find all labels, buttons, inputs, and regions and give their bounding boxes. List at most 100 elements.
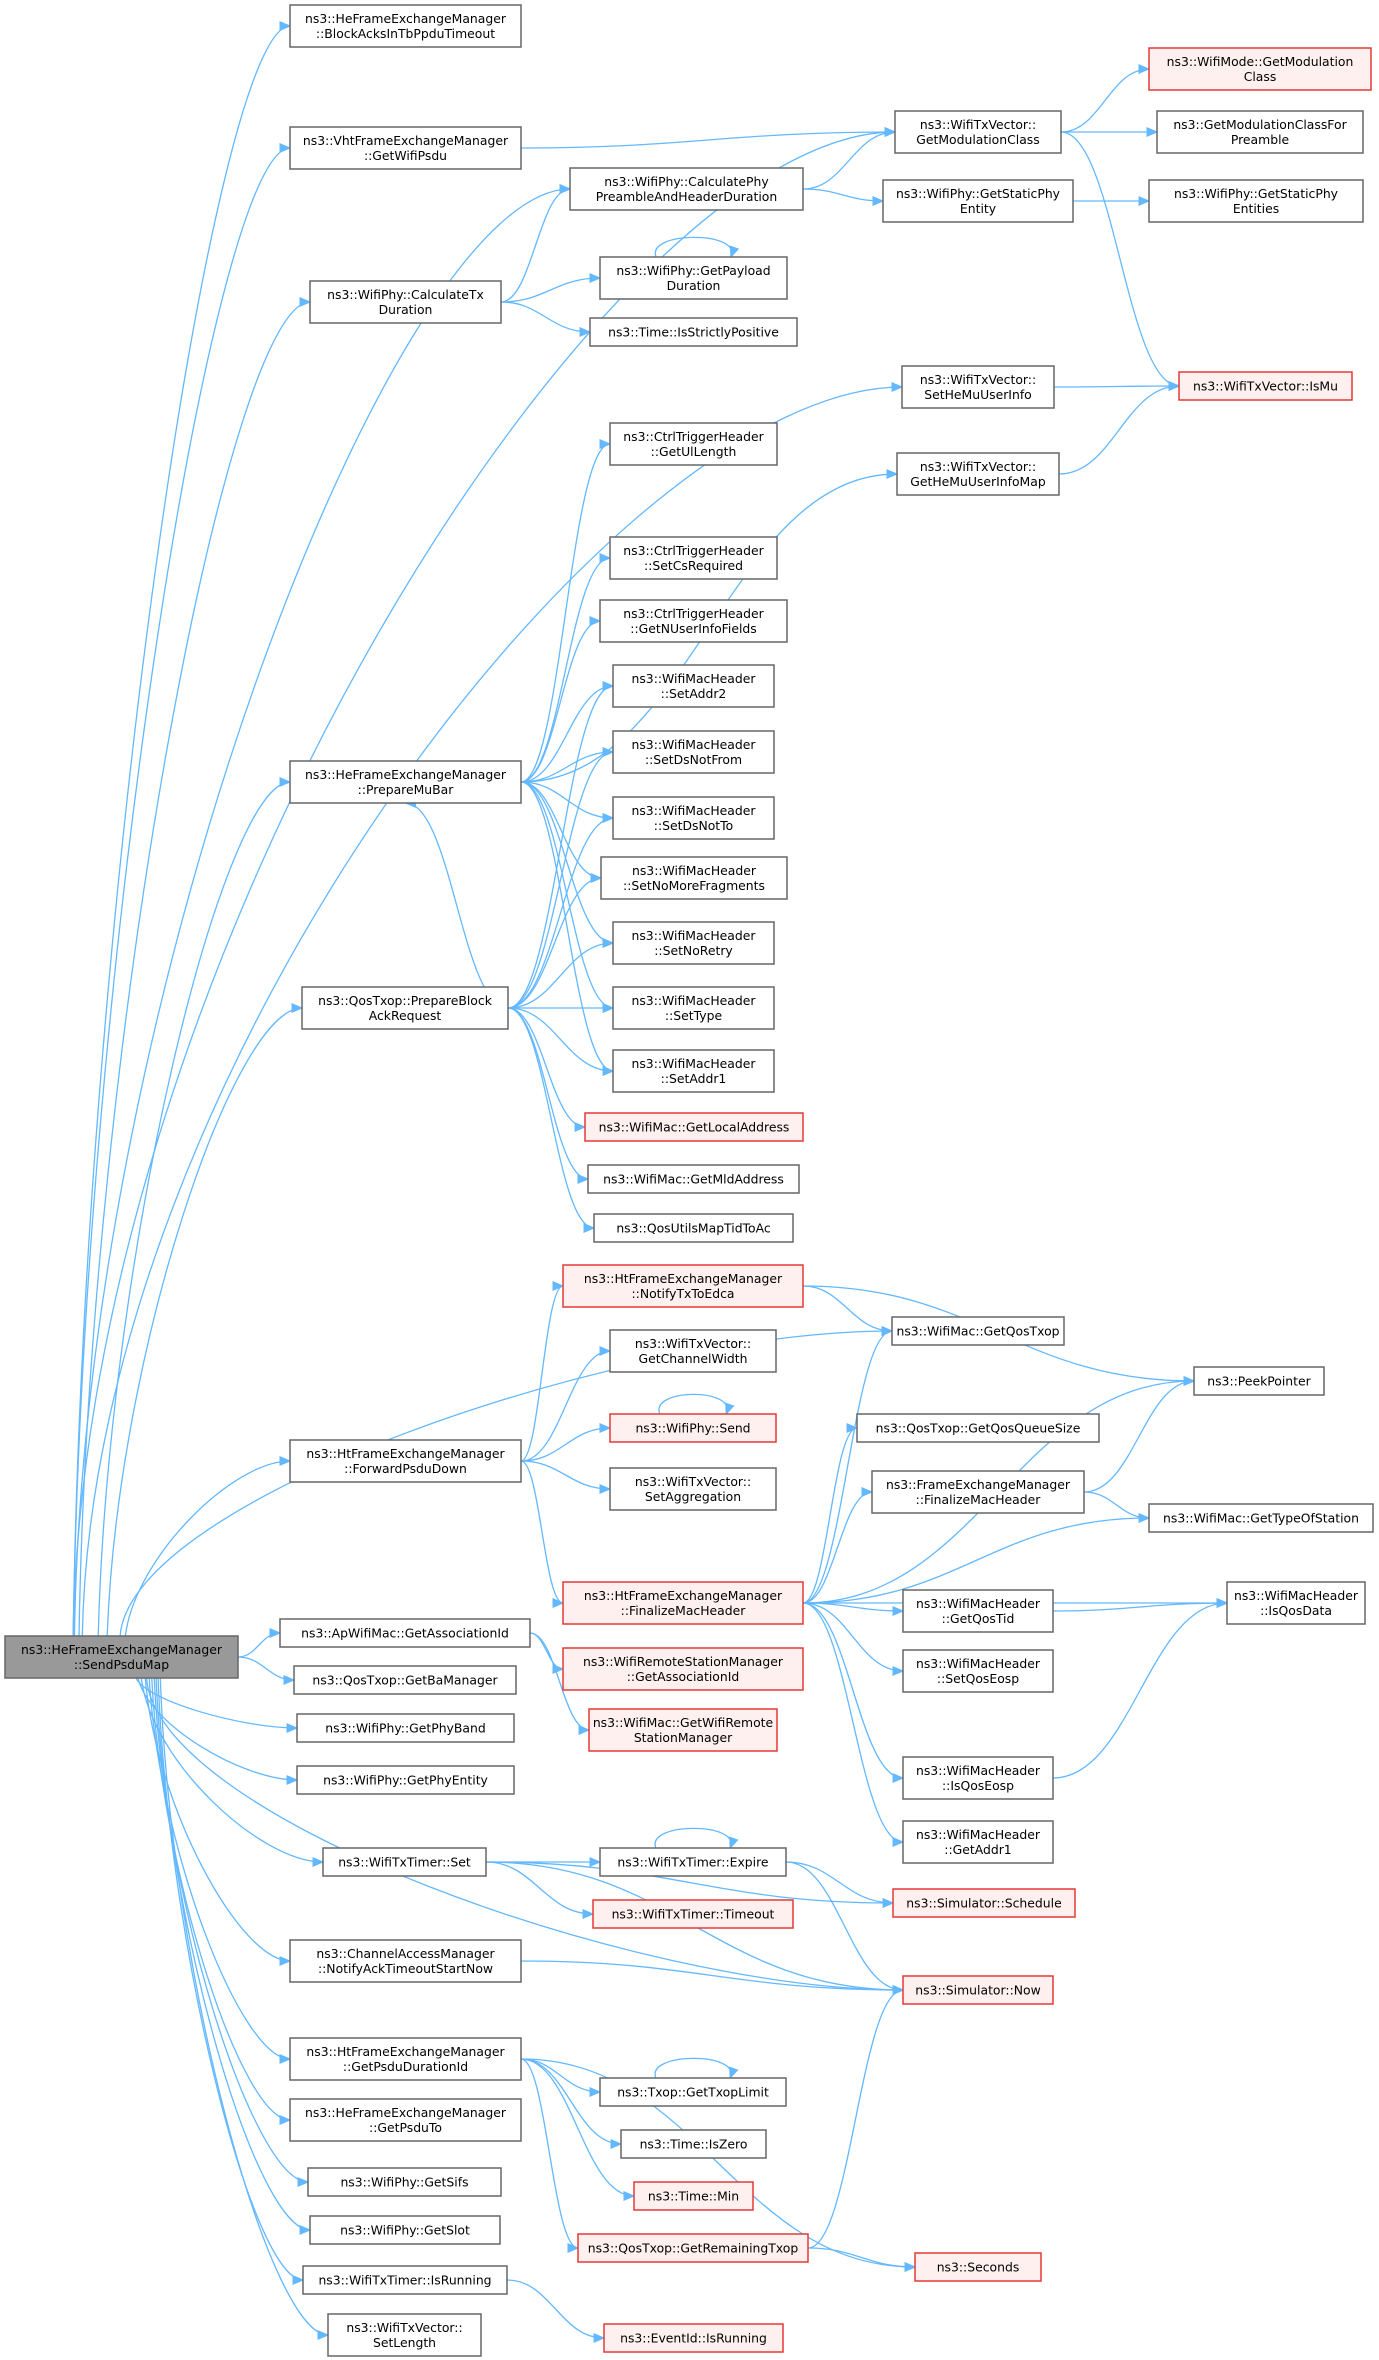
node-gaid[interactable]: ns3::ApWifiMac::GetAssociationId bbox=[279, 1618, 531, 1648]
node-fpd[interactable]: ns3::HtFrameExchangeManager::ForwardPsdu… bbox=[289, 1439, 522, 1483]
node-scs[interactable]: ns3::CtrlTriggerHeader::SetCsRequired bbox=[609, 536, 778, 580]
node-snr[interactable]: ns3::WifiMacHeader::SetNoRetry bbox=[612, 921, 775, 965]
edge-line bbox=[520, 2058, 916, 2268]
node-gqtid[interactable]: ns3::WifiMacHeader::GetQosTid bbox=[902, 1589, 1054, 1633]
node-tmo[interactable]: ns3::WifiTxTimer::Timeout bbox=[592, 1899, 794, 1929]
edge-arrowhead bbox=[599, 1484, 612, 1494]
node-gpe[interactable]: ns3::WifiPhy::GetPhyEntity bbox=[296, 1765, 515, 1795]
edge-gpdid-to-grt bbox=[520, 2058, 580, 2253]
node-ghmu[interactable]: ns3::WifiTxVector::GetHeMuUserInfoMap bbox=[896, 452, 1060, 496]
node-sqe[interactable]: ns3::WifiMacHeader::SetQosEosp bbox=[902, 1649, 1054, 1693]
node-gqt[interactable]: ns3::WifiMac::GetQosTxop bbox=[891, 1316, 1065, 1346]
node-box bbox=[587, 1164, 800, 1194]
node-secs[interactable]: ns3::Seconds bbox=[914, 2252, 1042, 2282]
node-gnui[interactable]: ns3::CtrlTriggerHeader::GetNUserInfoFiel… bbox=[599, 599, 788, 643]
node-box bbox=[309, 2215, 501, 2245]
node-send[interactable]: ns3::WifiPhy::Send bbox=[609, 1413, 777, 1443]
node-gla[interactable]: ns3::WifiMac::GetLocalAddress bbox=[584, 1112, 804, 1142]
node-gslot[interactable]: ns3::WifiPhy::GetSlot bbox=[309, 2215, 501, 2245]
node-label-line: ns3::WifiMacHeader bbox=[632, 863, 757, 878]
node-ntte[interactable]: ns3::HtFrameExchangeManager::NotifyTxToE… bbox=[562, 1264, 804, 1308]
edge-line bbox=[237, 1632, 281, 1658]
node-vht[interactable]: ns3::VhtFrameExchangeManager::GetWifiPsd… bbox=[289, 126, 522, 170]
edge-line bbox=[1060, 68, 1150, 133]
node-box bbox=[612, 664, 775, 708]
node-gpb[interactable]: ns3::WifiPhy::GetPhyBand bbox=[296, 1713, 515, 1743]
node-cpph[interactable]: ns3::WifiPhy::CalculatePhyPreambleAndHea… bbox=[569, 167, 804, 211]
node-box bbox=[856, 1413, 1100, 1443]
node-box bbox=[892, 1888, 1076, 1918]
node-gbm[interactable]: ns3::QosTxop::GetBaManager bbox=[293, 1665, 517, 1695]
edge-arrowhead bbox=[729, 2066, 739, 2080]
node-wrsm[interactable]: ns3::WifiRemoteStationManager::GetAssoci… bbox=[562, 1647, 804, 1691]
node-cam[interactable]: ns3::ChannelAccessManager::NotifyAckTime… bbox=[289, 1939, 522, 1983]
node-gmld[interactable]: ns3::WifiMac::GetMldAddress bbox=[587, 1164, 800, 1194]
node-sdnf[interactable]: ns3::WifiMacHeader::SetDsNotFrom bbox=[612, 730, 775, 774]
node-exp[interactable]: ns3::WifiTxTimer::Expire bbox=[599, 1847, 787, 1877]
node-pmb[interactable]: ns3::HeFrameExchangeManager::PrepareMuBa… bbox=[289, 760, 522, 804]
node-gwrsm[interactable]: ns3::WifiMac::GetWifiRemoteStationManage… bbox=[588, 1708, 778, 1752]
node-sdnt[interactable]: ns3::WifiMacHeader::SetDsNotTo bbox=[612, 796, 775, 840]
node-snmf[interactable]: ns3::WifiMacHeader::SetNoMoreFragments bbox=[600, 856, 788, 900]
node-grt[interactable]: ns3::QosTxop::GetRemainingTxop bbox=[577, 2233, 809, 2263]
edge-line bbox=[151, 1677, 291, 2121]
node-sched[interactable]: ns3::Simulator::Schedule bbox=[892, 1888, 1076, 1918]
node-gsifs[interactable]: ns3::WifiPhy::GetSifs bbox=[307, 2167, 502, 2197]
edge-line bbox=[802, 188, 884, 202]
node-root[interactable]: ns3::HeFrameExchangeManager::SendPsduMap bbox=[4, 1635, 239, 1679]
edge-arrowhead bbox=[279, 2115, 292, 2125]
node-tmin[interactable]: ns3::Time::Min bbox=[633, 2181, 754, 2211]
node-isrun[interactable]: ns3::WifiTxTimer::IsRunning bbox=[302, 2265, 508, 2295]
node-box bbox=[901, 365, 1055, 409]
node-ismu[interactable]: ns3::WifiTxVector::IsMu bbox=[1178, 371, 1353, 401]
node-shmu[interactable]: ns3::WifiTxVector::SetHeMuUserInfo bbox=[901, 365, 1055, 409]
edge-line bbox=[140, 1677, 324, 1863]
node-qutid[interactable]: ns3::QosUtilsMapTidToAc bbox=[593, 1213, 794, 1243]
node-htfmh[interactable]: ns3::HtFrameExchangeManager::FinalizeMac… bbox=[562, 1581, 804, 1625]
node-femfmh[interactable]: ns3::FrameExchangeManager::FinalizeMacHe… bbox=[871, 1470, 1085, 1514]
node-gpdid[interactable]: ns3::HtFrameExchangeManager::GetPsduDura… bbox=[289, 2037, 522, 2081]
node-sagg[interactable]: ns3::WifiTxVector::SetAggregation bbox=[609, 1467, 777, 1511]
node-ga1[interactable]: ns3::WifiMacHeader::GetAddr1 bbox=[902, 1820, 1054, 1864]
node-gmc[interactable]: ns3::WifiTxVector::GetModulationClass bbox=[894, 110, 1062, 154]
edge-arrowhead bbox=[1138, 196, 1151, 206]
node-isp[interactable]: ns3::Time::IsStrictlyPositive bbox=[589, 317, 798, 347]
node-blk[interactable]: ns3::HeFrameExchangeManager::BlockAcksIn… bbox=[289, 4, 522, 48]
node-slen[interactable]: ns3::WifiTxVector::SetLength bbox=[327, 2313, 482, 2357]
edge-arrowhead bbox=[881, 1326, 894, 1336]
node-label-line: GetModulationClass bbox=[916, 132, 1039, 147]
node-sa1[interactable]: ns3::WifiMacHeader::SetAddr1 bbox=[612, 1049, 775, 1093]
node-label-line: ::SetQosEosp bbox=[937, 1671, 1019, 1686]
node-gtos[interactable]: ns3::WifiMac::GetTypeOfStation bbox=[1148, 1503, 1374, 1533]
node-iz[interactable]: ns3::Time::IsZero bbox=[620, 2129, 767, 2159]
edge-gpd-to-gpd bbox=[654, 236, 740, 259]
node-gtl[interactable]: ns3::Txop::GetTxopLimit bbox=[599, 2077, 787, 2107]
edge-root-to-fpd bbox=[124, 1456, 292, 1637]
edge-line bbox=[159, 1677, 329, 2336]
node-pp[interactable]: ns3::PeekPointer bbox=[1193, 1366, 1325, 1396]
node-gcw[interactable]: ns3::WifiTxVector::GetChannelWidth bbox=[609, 1329, 777, 1373]
node-gul[interactable]: ns3::CtrlTriggerHeader::GetUlLength bbox=[609, 422, 778, 466]
node-wmgmc[interactable]: ns3::WifiMode::GetModulationClass bbox=[1148, 47, 1372, 91]
node-iqd[interactable]: ns3::WifiMacHeader::IsQosData bbox=[1226, 1581, 1366, 1625]
node-eir[interactable]: ns3::EventId::IsRunning bbox=[603, 2323, 784, 2353]
node-tset[interactable]: ns3::WifiTxTimer::Set bbox=[322, 1847, 487, 1877]
node-gpt[interactable]: ns3::HeFrameExchangeManager::GetPsduTo bbox=[289, 2098, 522, 2142]
node-box bbox=[584, 1112, 804, 1142]
node-now[interactable]: ns3::Simulator::Now bbox=[902, 1975, 1054, 2005]
node-label-line: Entity bbox=[960, 201, 996, 216]
edge-arrowhead bbox=[891, 382, 904, 392]
node-stype[interactable]: ns3::WifiMacHeader::SetType bbox=[612, 986, 775, 1030]
node-sa2[interactable]: ns3::WifiMacHeader::SetAddr2 bbox=[612, 664, 775, 708]
node-iqe[interactable]: ns3::WifiMacHeader::IsQosEosp bbox=[902, 1756, 1054, 1800]
node-label-line: ns3::CtrlTriggerHeader bbox=[623, 606, 764, 621]
node-gqqs[interactable]: ns3::QosTxop::GetQosQueueSize bbox=[856, 1413, 1100, 1443]
edge-root-to-ctd bbox=[78, 297, 312, 1637]
edge-line bbox=[520, 1960, 904, 1991]
